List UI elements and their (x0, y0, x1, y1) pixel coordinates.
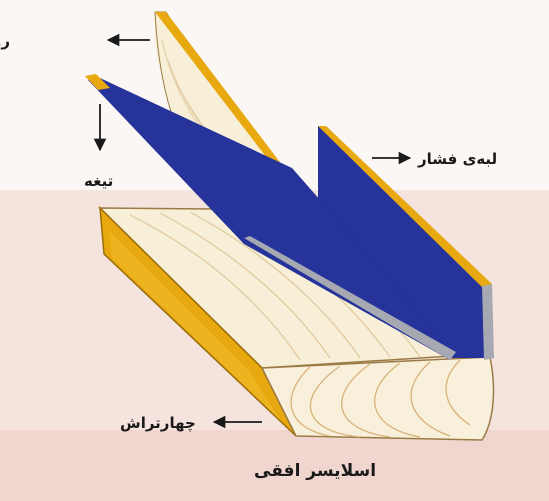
veneer-label: روکش (0, 32, 10, 50)
pressure-bar-steel-edge (482, 284, 494, 360)
flitch-label: چهارتراش (120, 414, 196, 433)
blade-label: تیغه (84, 172, 113, 190)
diagram-caption: اسلایسر افقی (254, 461, 376, 481)
pressure-bar-label: لبه‌ی فشار (417, 150, 497, 168)
flitch-end-face (262, 357, 493, 440)
